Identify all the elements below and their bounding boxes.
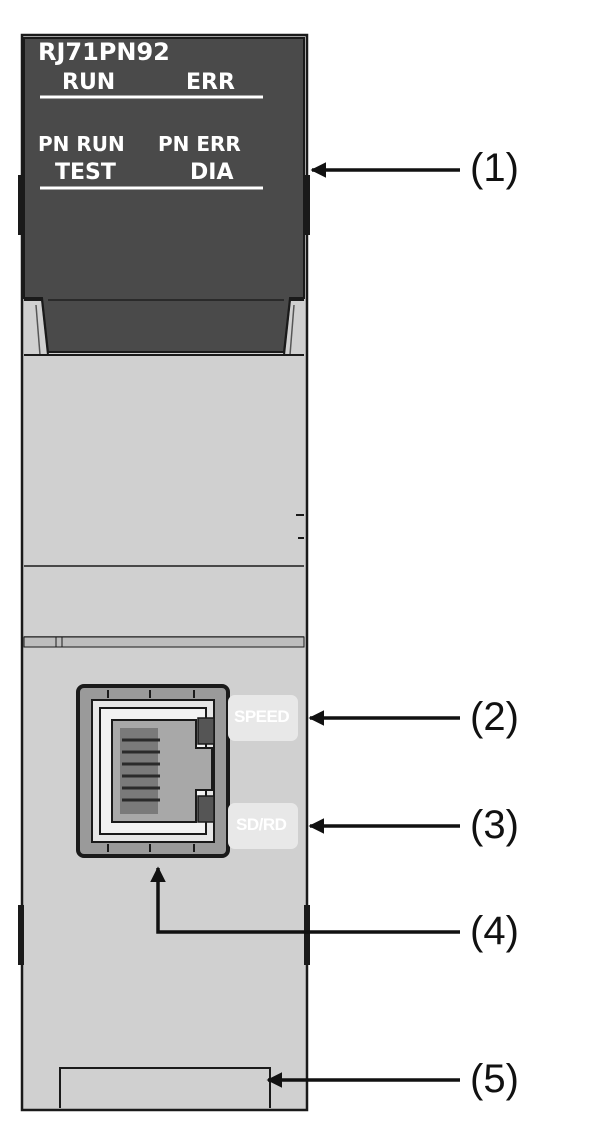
callout-leaders	[150, 162, 460, 1088]
callout-4: (4)	[470, 909, 519, 953]
led-pn-err-label: PN ERR	[158, 132, 241, 156]
model-label: RJ71PN92	[38, 38, 170, 66]
callout-1: (1)	[470, 146, 519, 190]
led-err-label: ERR	[186, 70, 235, 95]
led-test-label: TEST	[55, 160, 116, 185]
led-pn-run-label: PN RUN	[38, 132, 125, 156]
leader-4	[150, 866, 460, 934]
led-dia-label: DIA	[190, 160, 234, 185]
led-run-label: RUN	[62, 70, 116, 95]
bottom-slot	[59, 1067, 271, 1108]
mid-body	[23, 354, 305, 648]
sdrd-led-label: SD/RD	[236, 815, 287, 834]
led-panel	[23, 37, 305, 356]
ethernet-port	[76, 684, 298, 858]
speed-led-label: SPEED	[234, 707, 290, 726]
callout-5: (5)	[470, 1057, 519, 1101]
callout-3: (3)	[470, 803, 519, 847]
callout-2: (2)	[470, 695, 519, 739]
